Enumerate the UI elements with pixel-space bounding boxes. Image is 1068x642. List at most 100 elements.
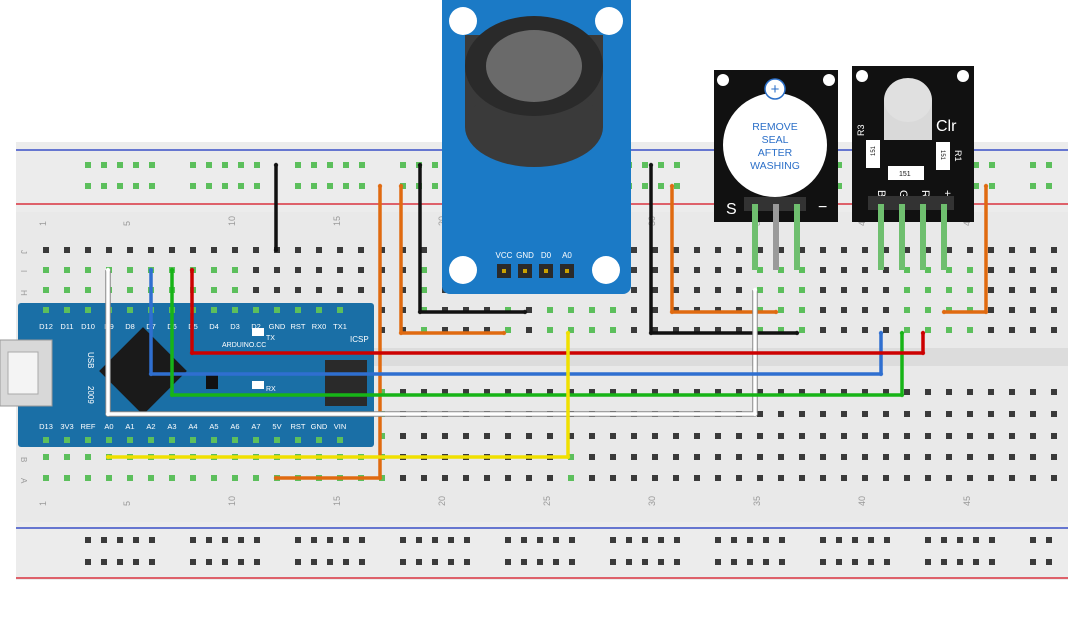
- breadboard-hole: [715, 389, 721, 395]
- breadboard-hole: [778, 267, 784, 273]
- buzzer-label-line: WASHING: [750, 160, 800, 172]
- breadboard-hole: [484, 389, 490, 395]
- column-number-top: 15: [332, 216, 342, 226]
- breadboard-hole: [379, 287, 385, 293]
- breadboard-hole: [254, 162, 260, 168]
- breadboard-hole: [652, 389, 658, 395]
- breadboard-hole: [133, 162, 139, 168]
- breadboard-hole: [841, 389, 847, 395]
- breadboard-hole: [206, 183, 212, 189]
- breadboard-hole: [747, 537, 753, 543]
- breadboard-hole: [631, 454, 637, 460]
- breadboard-hole: [232, 267, 238, 273]
- breadboard-hole: [973, 183, 979, 189]
- breadboard-hole: [941, 537, 947, 543]
- breadboard-hole: [757, 267, 763, 273]
- usb-port-icon: [7, 351, 39, 395]
- breadboard-hole: [463, 433, 469, 439]
- breadboard-hole: [589, 307, 595, 313]
- wire-bend: [169, 392, 175, 398]
- breadboard-hole: [799, 327, 805, 333]
- breadboard-hole: [1030, 183, 1036, 189]
- arduino-pin: [232, 437, 238, 443]
- breadboard-hole: [904, 287, 910, 293]
- mount-hole-icon: [957, 70, 969, 82]
- buzzer-label-line: REMOVE: [752, 121, 798, 133]
- breadboard-hole: [694, 475, 700, 481]
- breadboard-hole: [295, 559, 301, 565]
- breadboard-hole: [432, 162, 438, 168]
- breadboard-hole: [757, 454, 763, 460]
- breadboard-hole: [416, 559, 422, 565]
- wire-bend: [899, 392, 905, 398]
- breadboard-hole: [820, 433, 826, 439]
- breadboard-hole: [569, 559, 575, 565]
- column-number-bottom: 25: [542, 496, 552, 506]
- breadboard-hole: [973, 537, 979, 543]
- buzzer-s-label: S: [726, 201, 737, 218]
- breadboard-hole: [421, 327, 427, 333]
- breadboard-hole: [232, 247, 238, 253]
- breadboard-hole: [526, 327, 532, 333]
- breadboard-hole: [694, 307, 700, 313]
- breadboard-hole: [1051, 475, 1057, 481]
- row-letter-top: J: [19, 250, 28, 254]
- breadboard-hole: [946, 267, 952, 273]
- wire-bend: [189, 350, 195, 356]
- breadboard-hole: [1009, 389, 1015, 395]
- wire-green-d5-rgb[interactable]: [170, 268, 904, 397]
- breadboard-hole: [715, 559, 721, 565]
- breadboard-hole: [674, 183, 680, 189]
- breadboard-hole: [841, 454, 847, 460]
- breadboard-hole: [526, 475, 532, 481]
- breadboard-hole: [862, 327, 868, 333]
- breadboard-hole: [610, 537, 616, 543]
- arduino-pin: [337, 307, 343, 313]
- breadboard-hole: [337, 287, 343, 293]
- gas-sensor-pin-label: GND: [516, 251, 534, 260]
- reset-button-icon[interactable]: [206, 375, 218, 389]
- breadboard-hole: [547, 433, 553, 439]
- arduino-bottom-pin-label: REF: [81, 422, 96, 431]
- breadboard-hole: [862, 389, 868, 395]
- arduino-bottom-pin-label: RST: [291, 422, 306, 431]
- resistor-code-r3: 151: [871, 145, 877, 156]
- arduino-pin: [85, 307, 91, 313]
- breadboard-hole: [400, 287, 406, 293]
- wire-bend: [417, 162, 423, 168]
- breadboard-hole: [989, 559, 995, 565]
- wire-bend: [878, 371, 884, 377]
- breadboard-hole: [941, 559, 947, 565]
- arduino-bottom-pin-label: A5: [209, 422, 218, 431]
- breadboard-hole: [925, 537, 931, 543]
- arduino-bottom-pin-label: A3: [167, 422, 176, 431]
- arduino-pin: [232, 307, 238, 313]
- wire-bend: [565, 454, 571, 460]
- breadboard-hole: [484, 327, 490, 333]
- breadboard-hole: [820, 287, 826, 293]
- breadboard-hole: [379, 267, 385, 273]
- breadboard-hole: [169, 247, 175, 253]
- breadboard-hole: [862, 475, 868, 481]
- wire-red-d4-rgb[interactable]: [190, 268, 925, 355]
- arduino-top-pin-label: TX1: [333, 322, 347, 331]
- arduino-pin: [295, 307, 301, 313]
- wire-bend: [983, 183, 989, 189]
- breadboard-hole: [883, 433, 889, 439]
- usb-label: USB: [86, 352, 95, 368]
- breadboard-hole: [379, 307, 385, 313]
- breadboard-hole: [925, 475, 931, 481]
- breadboard-hole: [988, 389, 994, 395]
- breadboard-hole: [148, 247, 154, 253]
- breadboard-hole: [1051, 411, 1057, 417]
- arduino-top-pin-label: GND: [269, 322, 286, 331]
- r3-label: R3: [856, 124, 866, 136]
- wire-bend: [398, 183, 404, 189]
- breadboard-hole: [379, 247, 385, 253]
- breadboard-hole: [988, 475, 994, 481]
- breadboard-hole: [222, 537, 228, 543]
- breadboard-hole: [1051, 247, 1057, 253]
- breadboard-hole: [883, 287, 889, 293]
- column-number-bottom: 40: [857, 496, 867, 506]
